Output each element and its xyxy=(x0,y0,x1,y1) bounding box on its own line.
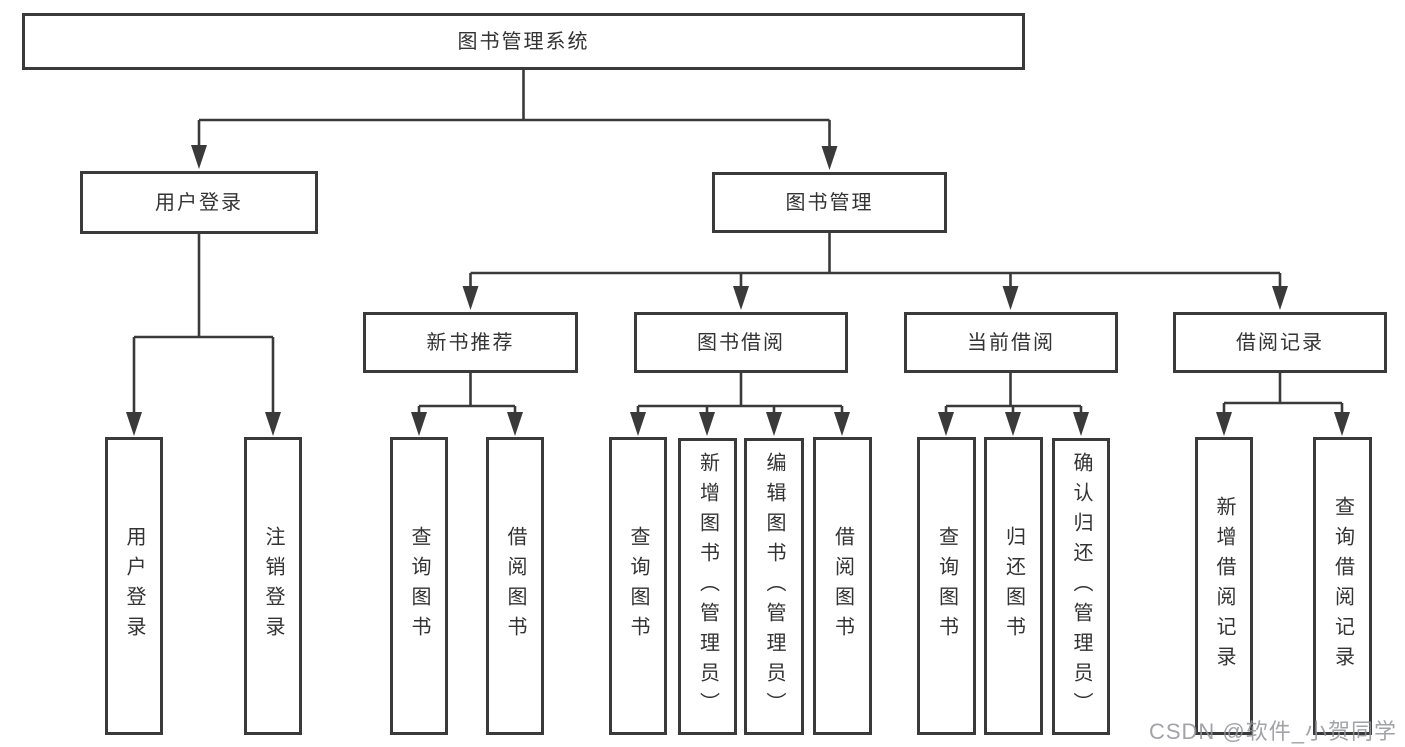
node-new-book-recommend-label: 新书推荐 xyxy=(426,331,515,354)
leaf-logout: 注销登录 xyxy=(244,437,302,735)
node-root: 图书管理系统 xyxy=(22,13,1025,70)
node-new-book-recommend: 新书推荐 xyxy=(363,312,578,373)
leaf-bb-edit-books-label: 编辑图书（管理员） xyxy=(763,451,785,722)
connector-records-to-leaves xyxy=(1216,373,1350,436)
node-book-borrowing: 图书借阅 xyxy=(634,312,848,373)
leaf-br-query-record-label: 查询借阅记录 xyxy=(1331,496,1354,676)
leaf-nb-query-books: 查询图书 xyxy=(390,437,448,735)
leaf-user-login: 用户登录 xyxy=(105,437,163,735)
node-borrowing-records-label: 借阅记录 xyxy=(1236,331,1324,354)
leaf-cb-confirm-return: 确认归还（管理员） xyxy=(1052,438,1110,735)
leaf-bb-query-books: 查询图书 xyxy=(609,437,667,735)
leaf-nb-query-books-label: 查询图书 xyxy=(408,526,430,646)
node-book-management-label: 图书管理 xyxy=(785,191,874,214)
node-book-borrowing-label: 图书借阅 xyxy=(697,331,785,354)
node-user-login-label: 用户登录 xyxy=(155,191,243,214)
node-borrowing-records: 借阅记录 xyxy=(1173,312,1387,373)
connector-currentborrow-to-leaves xyxy=(938,373,1089,436)
connector-bookborrow-to-leaves xyxy=(630,373,850,436)
node-book-management: 图书管理 xyxy=(712,172,947,233)
leaf-br-add-record: 新增借阅记录 xyxy=(1195,437,1253,735)
leaf-cb-query-books: 查询图书 xyxy=(917,437,976,735)
node-root-label: 图书管理系统 xyxy=(457,30,590,53)
connector-bookmgmt-to-level3 xyxy=(462,233,1288,310)
leaf-bb-add-books: 新增图书（管理员） xyxy=(678,438,737,735)
leaf-bb-add-books-label: 新增图书（管理员） xyxy=(696,451,719,722)
node-current-borrowing: 当前借阅 xyxy=(904,312,1118,373)
leaf-cb-return-books: 归还图书 xyxy=(984,437,1043,735)
leaf-bb-borrow-books: 借阅图书 xyxy=(813,437,872,735)
leaf-bb-borrow-books-label: 借阅图书 xyxy=(831,526,854,646)
node-user-login: 用户登录 xyxy=(80,171,318,234)
leaf-bb-edit-books: 编辑图书（管理员） xyxy=(744,438,804,735)
node-current-borrowing-label: 当前借阅 xyxy=(967,331,1055,354)
leaf-cb-confirm-return-label: 确认归还（管理员） xyxy=(1070,451,1092,722)
watermark-text: CSDN @软件_小贺同学 xyxy=(1148,719,1397,744)
connector-userlogin-to-leaves xyxy=(126,234,281,436)
leaf-nb-borrow-books-label: 借阅图书 xyxy=(504,526,526,646)
leaf-bb-query-books-label: 查询图书 xyxy=(627,526,649,646)
leaf-logout-label: 注销登录 xyxy=(262,526,284,646)
leaf-cb-query-books-label: 查询图书 xyxy=(935,526,958,646)
connector-newbooks-to-leaves xyxy=(411,373,523,436)
leaf-br-add-record-label: 新增借阅记录 xyxy=(1213,496,1235,676)
leaf-br-query-record: 查询借阅记录 xyxy=(1313,437,1372,735)
leaf-nb-borrow-books: 借阅图书 xyxy=(486,437,544,735)
leaf-cb-return-books-label: 归还图书 xyxy=(1002,526,1025,646)
leaf-user-login-label: 用户登录 xyxy=(123,526,145,646)
connector-root-to-level2 xyxy=(191,70,838,170)
